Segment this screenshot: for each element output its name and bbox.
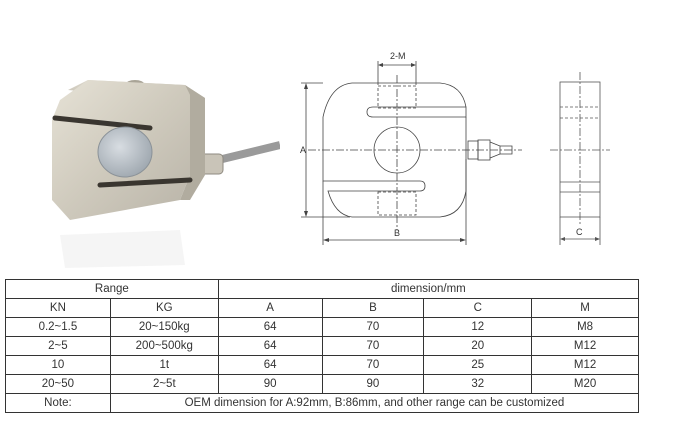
thread-label: 2-M <box>390 51 406 61</box>
cell: M8 <box>531 317 639 337</box>
col-a: A <box>217 298 323 318</box>
front-view-drawing: 2-M A B <box>300 51 522 245</box>
cell: M12 <box>531 336 639 356</box>
table-row: 10 1t 64 70 25 M12 <box>5 355 639 375</box>
cell: 10 <box>5 355 111 375</box>
table-row: 20~50 2~5t 90 90 32 M20 <box>5 374 639 394</box>
col-c: C <box>423 298 533 318</box>
cell: 32 <box>423 374 533 394</box>
cell: 200~500kg <box>109 336 219 356</box>
range-header: Range <box>5 279 219 299</box>
col-kg: KG <box>109 298 219 318</box>
load-cell-photo <box>52 80 280 268</box>
cell: 12 <box>423 317 533 337</box>
cell: 90 <box>217 374 323 394</box>
cell: 2~5t <box>109 374 219 394</box>
spec-table: Range dimension/mm KN KG A B C M 0.2~1.5… <box>5 279 640 413</box>
cell: 64 <box>217 355 323 375</box>
side-view-drawing: C <box>550 72 610 245</box>
column-header-row: KN KG A B C M <box>5 298 639 318</box>
cell: 0.2~1.5 <box>5 317 111 337</box>
note-text: OEM dimension for A:92mm, B:86mm, and ot… <box>109 393 640 413</box>
width-label: B <box>394 228 400 238</box>
col-b: B <box>321 298 425 318</box>
cell: 64 <box>217 336 323 356</box>
col-m: M <box>531 298 639 318</box>
table-row: 2~5 200~500kg 64 70 20 M12 <box>5 336 639 356</box>
table-row: 0.2~1.5 20~150kg 64 70 12 M8 <box>5 317 639 337</box>
cell: 90 <box>321 374 425 394</box>
note-label: Note: <box>5 393 111 413</box>
cell: 1t <box>109 355 219 375</box>
col-kn: KN <box>5 298 111 318</box>
cell: M12 <box>531 355 639 375</box>
cell: 70 <box>321 355 425 375</box>
dimension-header: dimension/mm <box>217 279 640 299</box>
cell: 20~50 <box>5 374 111 394</box>
thickness-label: C <box>576 227 583 237</box>
header-group-row: Range dimension/mm <box>5 279 640 299</box>
cell: 64 <box>217 317 323 337</box>
cell: 70 <box>321 317 425 337</box>
cell: M20 <box>531 374 639 394</box>
cell: 70 <box>321 336 425 356</box>
cell: 20~150kg <box>109 317 219 337</box>
cell: 2~5 <box>5 336 111 356</box>
cell: 20 <box>423 336 533 356</box>
height-label: A <box>300 145 306 155</box>
cell: 25 <box>423 355 533 375</box>
note-row: Note: OEM dimension for A:92mm, B:86mm, … <box>5 393 640 413</box>
